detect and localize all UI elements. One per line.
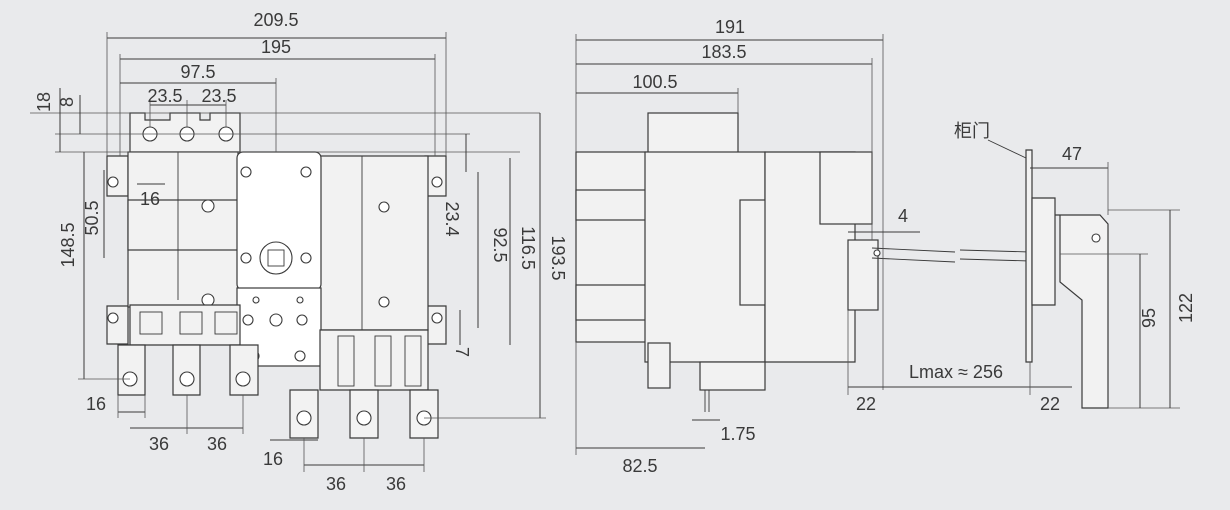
dim-36-b: 36 — [207, 434, 227, 454]
cabinet-door-label: 柜门 — [954, 121, 990, 142]
dim-18: 18 — [34, 92, 54, 112]
dim-36-c: 36 — [326, 474, 346, 494]
dim-191: 191 — [715, 17, 745, 37]
dim-1-75: 1.75 — [720, 424, 755, 444]
dim-209-5: 209.5 — [253, 10, 298, 30]
dim-22-a: 22 — [856, 394, 876, 414]
dim-23-5-a: 23.5 — [147, 86, 182, 106]
dim-7: 7 — [452, 347, 472, 357]
dim-100-5: 100.5 — [632, 72, 677, 92]
dim-47: 47 — [1062, 144, 1082, 164]
lmax-label: Lmax ≈ 256 — [909, 362, 1003, 382]
dim-23-5-b: 23.5 — [201, 86, 236, 106]
dim-195: 195 — [261, 37, 291, 57]
dim-23-4: 23.4 — [442, 201, 462, 236]
dim-148-5: 148.5 — [58, 222, 78, 267]
dim-95: 95 — [1139, 308, 1159, 328]
dim-122: 122 — [1176, 293, 1196, 323]
dim-183-5: 183.5 — [701, 42, 746, 62]
dim-16-bottom: 16 — [263, 449, 283, 469]
dim-116-5: 116.5 — [518, 226, 538, 270]
side-view — [575, 112, 1109, 412]
side-view-dimensions — [575, 34, 1180, 455]
dim-97-5: 97.5 — [180, 62, 215, 82]
dim-22-b: 22 — [1040, 394, 1060, 414]
front-view — [106, 112, 447, 439]
dim-92-5: 92.5 — [490, 227, 510, 262]
dim-4: 4 — [898, 206, 908, 226]
dim-36-d: 36 — [386, 474, 406, 494]
dim-36-a: 36 — [149, 434, 169, 454]
dim-82-5: 82.5 — [622, 456, 657, 476]
dim-16-top: 16 — [140, 189, 160, 209]
dim-8: 8 — [57, 97, 77, 107]
front-view-dimensions — [30, 32, 546, 472]
dim-193-5: 193.5 — [548, 235, 568, 280]
dim-50-5: 50.5 — [82, 200, 102, 235]
dim-16-left: 16 — [86, 394, 106, 414]
